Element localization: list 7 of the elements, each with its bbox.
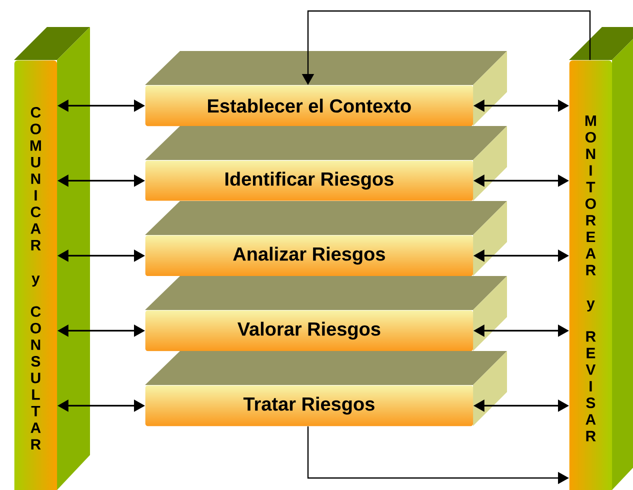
slab: Analizar Riesgos <box>145 201 507 276</box>
slab: Valorar Riesgos <box>145 276 507 352</box>
slab: Tratar Riesgos <box>145 351 507 426</box>
slab: Establecer el Contexto <box>145 51 507 126</box>
pillar: COMUNICAR y CONSULTAR <box>14 27 90 490</box>
pillar: MONITOREAR y REVISAR <box>569 27 633 490</box>
slab: Identificar Riesgos <box>145 126 507 201</box>
